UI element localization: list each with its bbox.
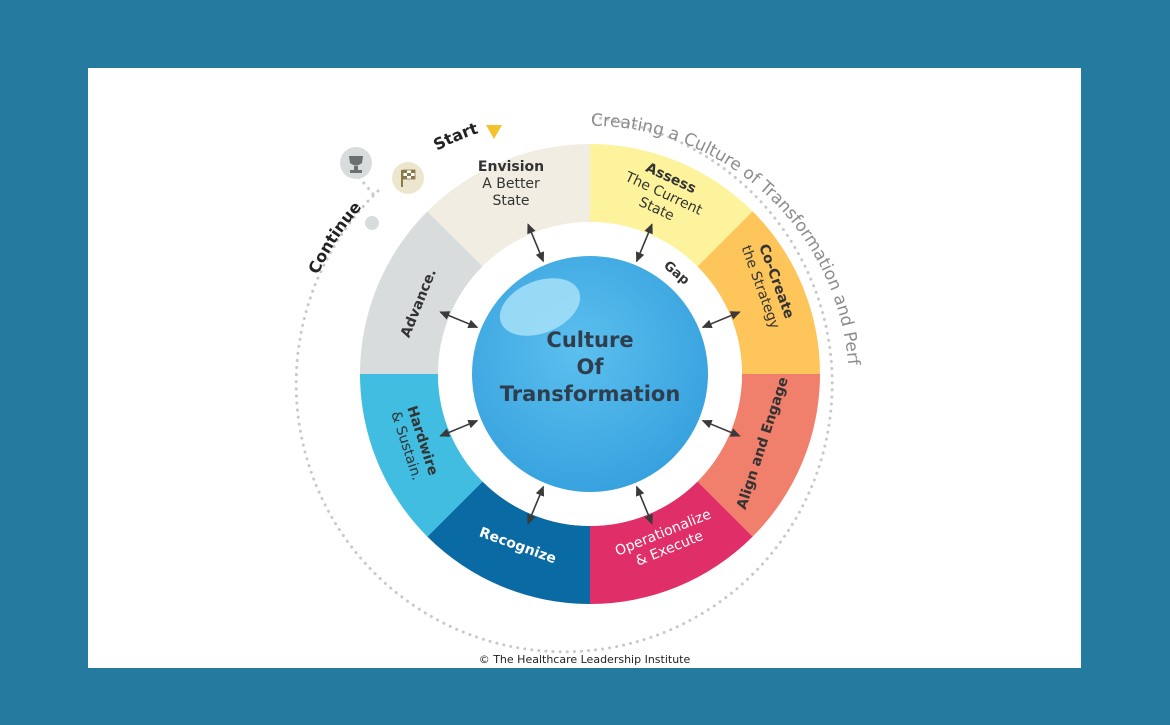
segment-4 bbox=[590, 481, 753, 604]
segment-5 bbox=[427, 481, 590, 604]
start-triangle-icon bbox=[486, 125, 502, 139]
arrow-7 bbox=[439, 311, 479, 329]
arrow-5 bbox=[527, 485, 545, 525]
segment-0 bbox=[427, 144, 590, 267]
segment-1 bbox=[590, 144, 753, 267]
arrow-6 bbox=[439, 419, 479, 437]
checkered-flag-icon bbox=[392, 162, 424, 194]
segment-6 bbox=[360, 374, 483, 537]
connection-arrows bbox=[439, 223, 741, 525]
arrow-0 bbox=[527, 223, 545, 263]
center-title-line1: Culture bbox=[546, 328, 633, 352]
segment-3 bbox=[697, 374, 820, 537]
segment-7 bbox=[360, 211, 483, 374]
center-title-line2: Of bbox=[577, 355, 605, 379]
copyright-notice: © The Healthcare Leadership Institute bbox=[478, 653, 691, 666]
sphere-highlight bbox=[499, 278, 581, 336]
start-label: Start bbox=[430, 119, 480, 155]
segment-2 bbox=[697, 211, 820, 374]
trophy-icon bbox=[340, 147, 372, 179]
continue-label: Continue bbox=[304, 197, 365, 276]
segment-label-line: A Better bbox=[482, 176, 540, 192]
arrow-4 bbox=[635, 485, 653, 525]
segment-label-line: Envision bbox=[478, 159, 544, 175]
arrow-2 bbox=[701, 311, 741, 329]
arrow-1 bbox=[635, 223, 653, 263]
center-title-line3: Transformation bbox=[500, 382, 681, 406]
dotted-connector bbox=[341, 159, 375, 196]
segment-label-line: State bbox=[492, 193, 529, 209]
dotted-outer-ring bbox=[294, 115, 834, 654]
continue-dot bbox=[365, 216, 379, 230]
arrow-3 bbox=[701, 419, 741, 437]
